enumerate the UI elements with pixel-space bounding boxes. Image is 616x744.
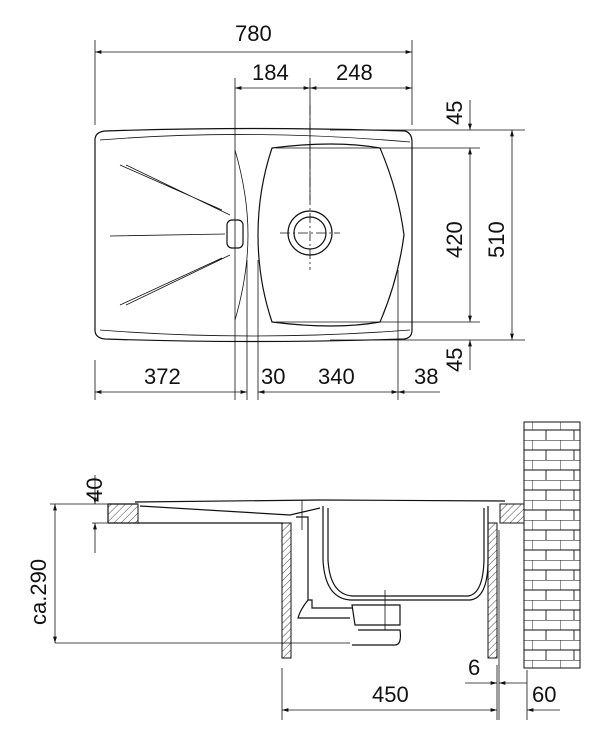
cabinet-side-right xyxy=(487,522,498,659)
dim-38: 38 xyxy=(414,364,438,389)
dim-45-bottom: 45 xyxy=(442,348,467,372)
dim-60: 60 xyxy=(532,682,556,707)
drainer-edge xyxy=(234,149,249,321)
cabinet-side-left xyxy=(281,522,292,659)
sink-outline xyxy=(94,127,413,343)
dim-6: 6 xyxy=(468,655,480,680)
dim-780: 780 xyxy=(235,21,272,46)
sink-rim-profile xyxy=(134,499,506,516)
dim-248: 248 xyxy=(336,60,373,85)
dim-45-top: 45 xyxy=(442,101,467,125)
dim-ca290: ca.290 xyxy=(26,559,51,625)
bowl-profile xyxy=(322,506,489,601)
brick-wall xyxy=(523,421,581,669)
dim-40: 40 xyxy=(82,478,107,502)
dim-372: 372 xyxy=(144,364,181,389)
top-view: 780 184 248 45 420 510 45 372 30 340 38 xyxy=(94,21,525,400)
dim-30: 30 xyxy=(261,364,285,389)
side-view: 40 ca.290 450 6 60 xyxy=(26,421,581,720)
dim-340: 340 xyxy=(318,364,355,389)
dim-184: 184 xyxy=(252,60,289,85)
dim-450: 450 xyxy=(372,682,409,707)
bowl-outline xyxy=(257,143,405,327)
dim-420: 420 xyxy=(442,221,467,258)
dim-510: 510 xyxy=(484,221,509,258)
